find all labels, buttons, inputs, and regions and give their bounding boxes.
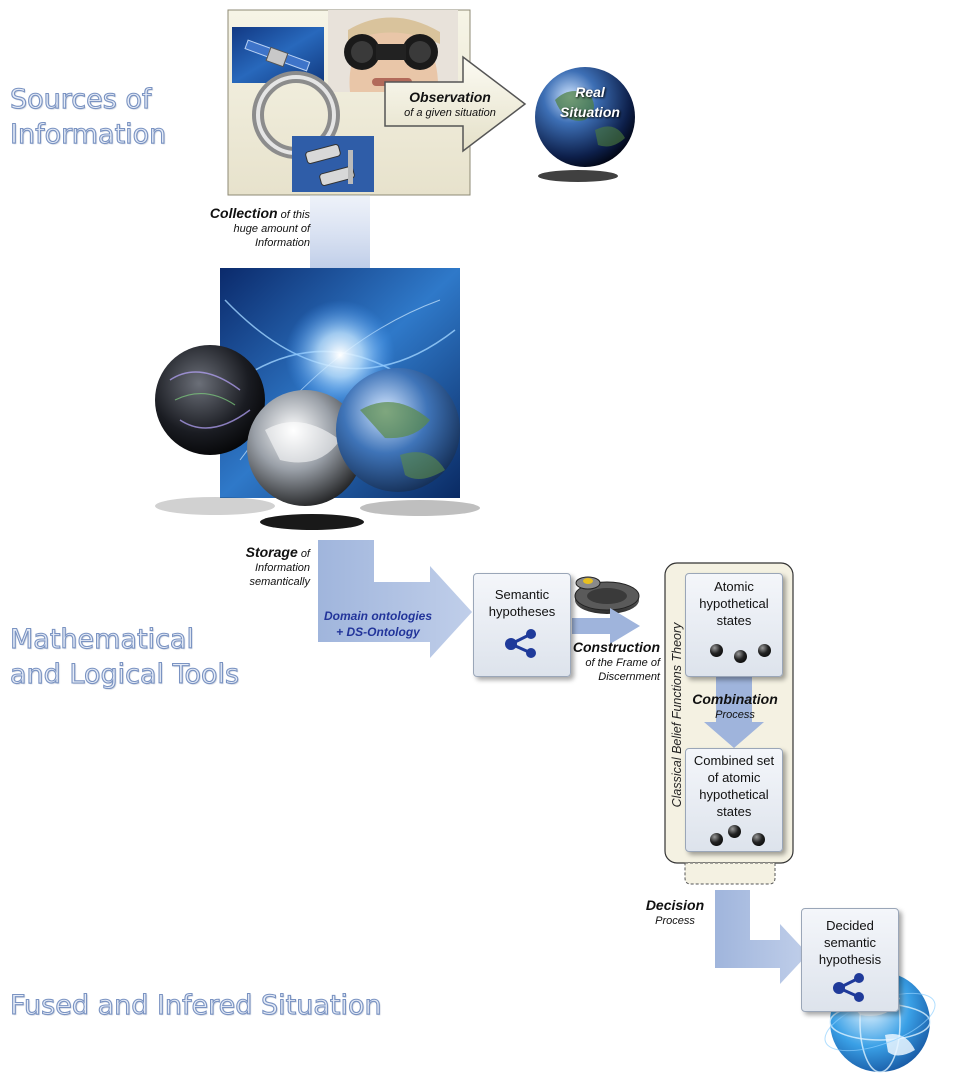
storage-caption: Storage of Information semantically — [245, 544, 310, 588]
construction-arrow — [572, 608, 640, 644]
semantic-network-icon — [833, 973, 864, 1002]
atomic-states-box: Atomic hypothetical states — [685, 573, 783, 677]
atomic-states-label: Atomic hypothetical states — [699, 579, 769, 628]
ontology-label: Domain ontologies + DS-Ontology — [324, 609, 432, 639]
binoculars-icon — [328, 10, 458, 92]
label-mathematical-tools: Mathematical and Logical Tools — [9, 623, 240, 690]
combined-set-label: Combined set of atomic hypothetical stat… — [693, 753, 775, 819]
cctv-camera-icon — [292, 136, 374, 192]
combined-state-ball — [728, 825, 741, 838]
atomic-state-ball — [710, 644, 723, 657]
white-globe-icon — [247, 390, 363, 506]
observation-arrow — [384, 55, 527, 153]
decision-caption: Decision Process — [645, 897, 705, 927]
combined-state-ball — [752, 833, 765, 846]
decision-arrow — [715, 890, 808, 984]
semantic-hypotheses-box: Semantic hypotheses — [473, 573, 571, 677]
construction-caption: Construction of the Frame of Discernment — [572, 639, 660, 683]
label-fused-situation: Fused and Infered Situation — [9, 989, 382, 1021]
gear-icon — [574, 576, 640, 614]
label-sources-of-information: Sources of Information — [9, 83, 167, 150]
storage-arrow — [318, 540, 472, 658]
combined-set-box: Combined set of atomic hypothetical stat… — [685, 748, 783, 852]
decided-hypothesis-box: Decided semantic hypothesis — [801, 908, 899, 1012]
earth-globe-icon — [535, 67, 635, 182]
combined-state-ball — [710, 833, 723, 846]
real-situation-label: Real Situation — [560, 84, 620, 120]
combination-caption: Combination Process — [692, 691, 778, 721]
semantic-network-icon — [505, 629, 536, 658]
collection-caption: Collection of this huge amount of Inform… — [209, 205, 310, 249]
belief-theory-label: Classical Belief Functions Theory — [670, 622, 684, 808]
observation-caption: Observation of a given situation — [404, 89, 496, 119]
atomic-state-ball — [758, 644, 771, 657]
decided-hypothesis-label: Decided semantic hypothesis — [818, 918, 882, 967]
semantic-hypotheses-label: Semantic hypotheses — [488, 587, 556, 619]
atomic-state-ball — [734, 650, 747, 663]
blue-globe-icon — [336, 368, 460, 492]
dark-globe-icon — [155, 345, 265, 455]
combination-arrow — [704, 676, 764, 748]
